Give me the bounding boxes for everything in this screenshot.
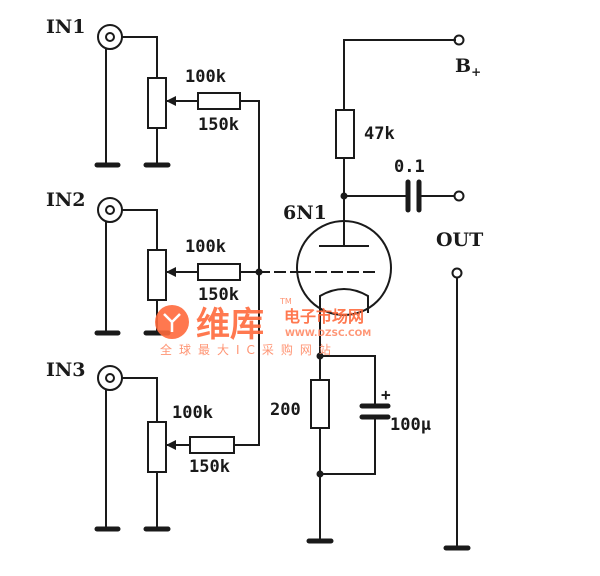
in1-jack-inner: [105, 32, 115, 42]
in1-label: IN1: [46, 16, 85, 38]
resistor-150k-1: [197, 92, 241, 110]
input-1-stage: 100k 150k IN1: [46, 16, 260, 168]
watermark-url: WWW.DZSC.COM: [285, 329, 371, 339]
resistor-2-label: 150k: [198, 285, 239, 305]
cathode-resistor-label: 200: [270, 400, 301, 420]
cathode-cap-label: 100μ: [390, 415, 431, 435]
pot-2-label: 100k: [185, 237, 226, 257]
plate-circuit: B+ 47k 0.1: [335, 34, 481, 247]
pot-3: [147, 421, 167, 473]
mixing-bus: [255, 100, 301, 446]
cathode-network: 200 + 100μ: [270, 301, 431, 544]
ground-junction: [316, 470, 324, 478]
watermark-site-title: 电子市场网: [284, 307, 364, 326]
out-terminal: [451, 267, 463, 279]
in2-label: IN2: [46, 189, 85, 211]
out-label: OUT: [436, 229, 483, 251]
pot-1-label: 100k: [185, 67, 226, 87]
bplus-label: B+: [455, 55, 481, 79]
bplus-terminal: [453, 34, 465, 46]
resistor-1-label: 150k: [198, 115, 239, 135]
in3-jack-inner: [105, 373, 115, 383]
coupling-cap-label: 0.1: [394, 157, 425, 177]
watermark: 维库 TM 电子市场网 WWW.DZSC.COM 全球最大IC采购网站: [155, 297, 371, 357]
input-3-stage: 100k 150k IN3: [46, 359, 260, 532]
plate-resistor-label: 47k: [364, 124, 395, 144]
input-2-stage: 100k 150k IN2: [46, 189, 260, 336]
watermark-slogan: 全球最大IC采购网站: [160, 342, 338, 357]
in2-jack-outer: [97, 197, 123, 223]
resistor-150k-2: [197, 263, 241, 281]
cathode-resistor-200: [310, 379, 330, 429]
in3-jack-outer: [97, 365, 123, 391]
resistor-150k-3: [189, 436, 235, 454]
pot-1: [147, 77, 167, 129]
in2-jack-inner: [105, 205, 115, 215]
in1-jack-outer: [97, 24, 123, 50]
resistor-3-label: 150k: [189, 457, 230, 477]
output-node: OUT: [436, 229, 483, 551]
cap-plus-mark: +: [381, 385, 391, 404]
tube-cathode: [319, 288, 369, 303]
watermark-tm: TM: [279, 297, 292, 306]
watermark-logo-text: 维库: [196, 305, 264, 345]
tube-label: 6N1: [283, 202, 327, 224]
pot-2: [147, 249, 167, 301]
plate-resistor-47k: [335, 109, 355, 159]
cap-output-terminal: [453, 190, 465, 202]
tube-6n1: 6N1: [283, 202, 392, 316]
in3-label: IN3: [46, 359, 85, 381]
pot-3-label: 100k: [172, 403, 213, 423]
